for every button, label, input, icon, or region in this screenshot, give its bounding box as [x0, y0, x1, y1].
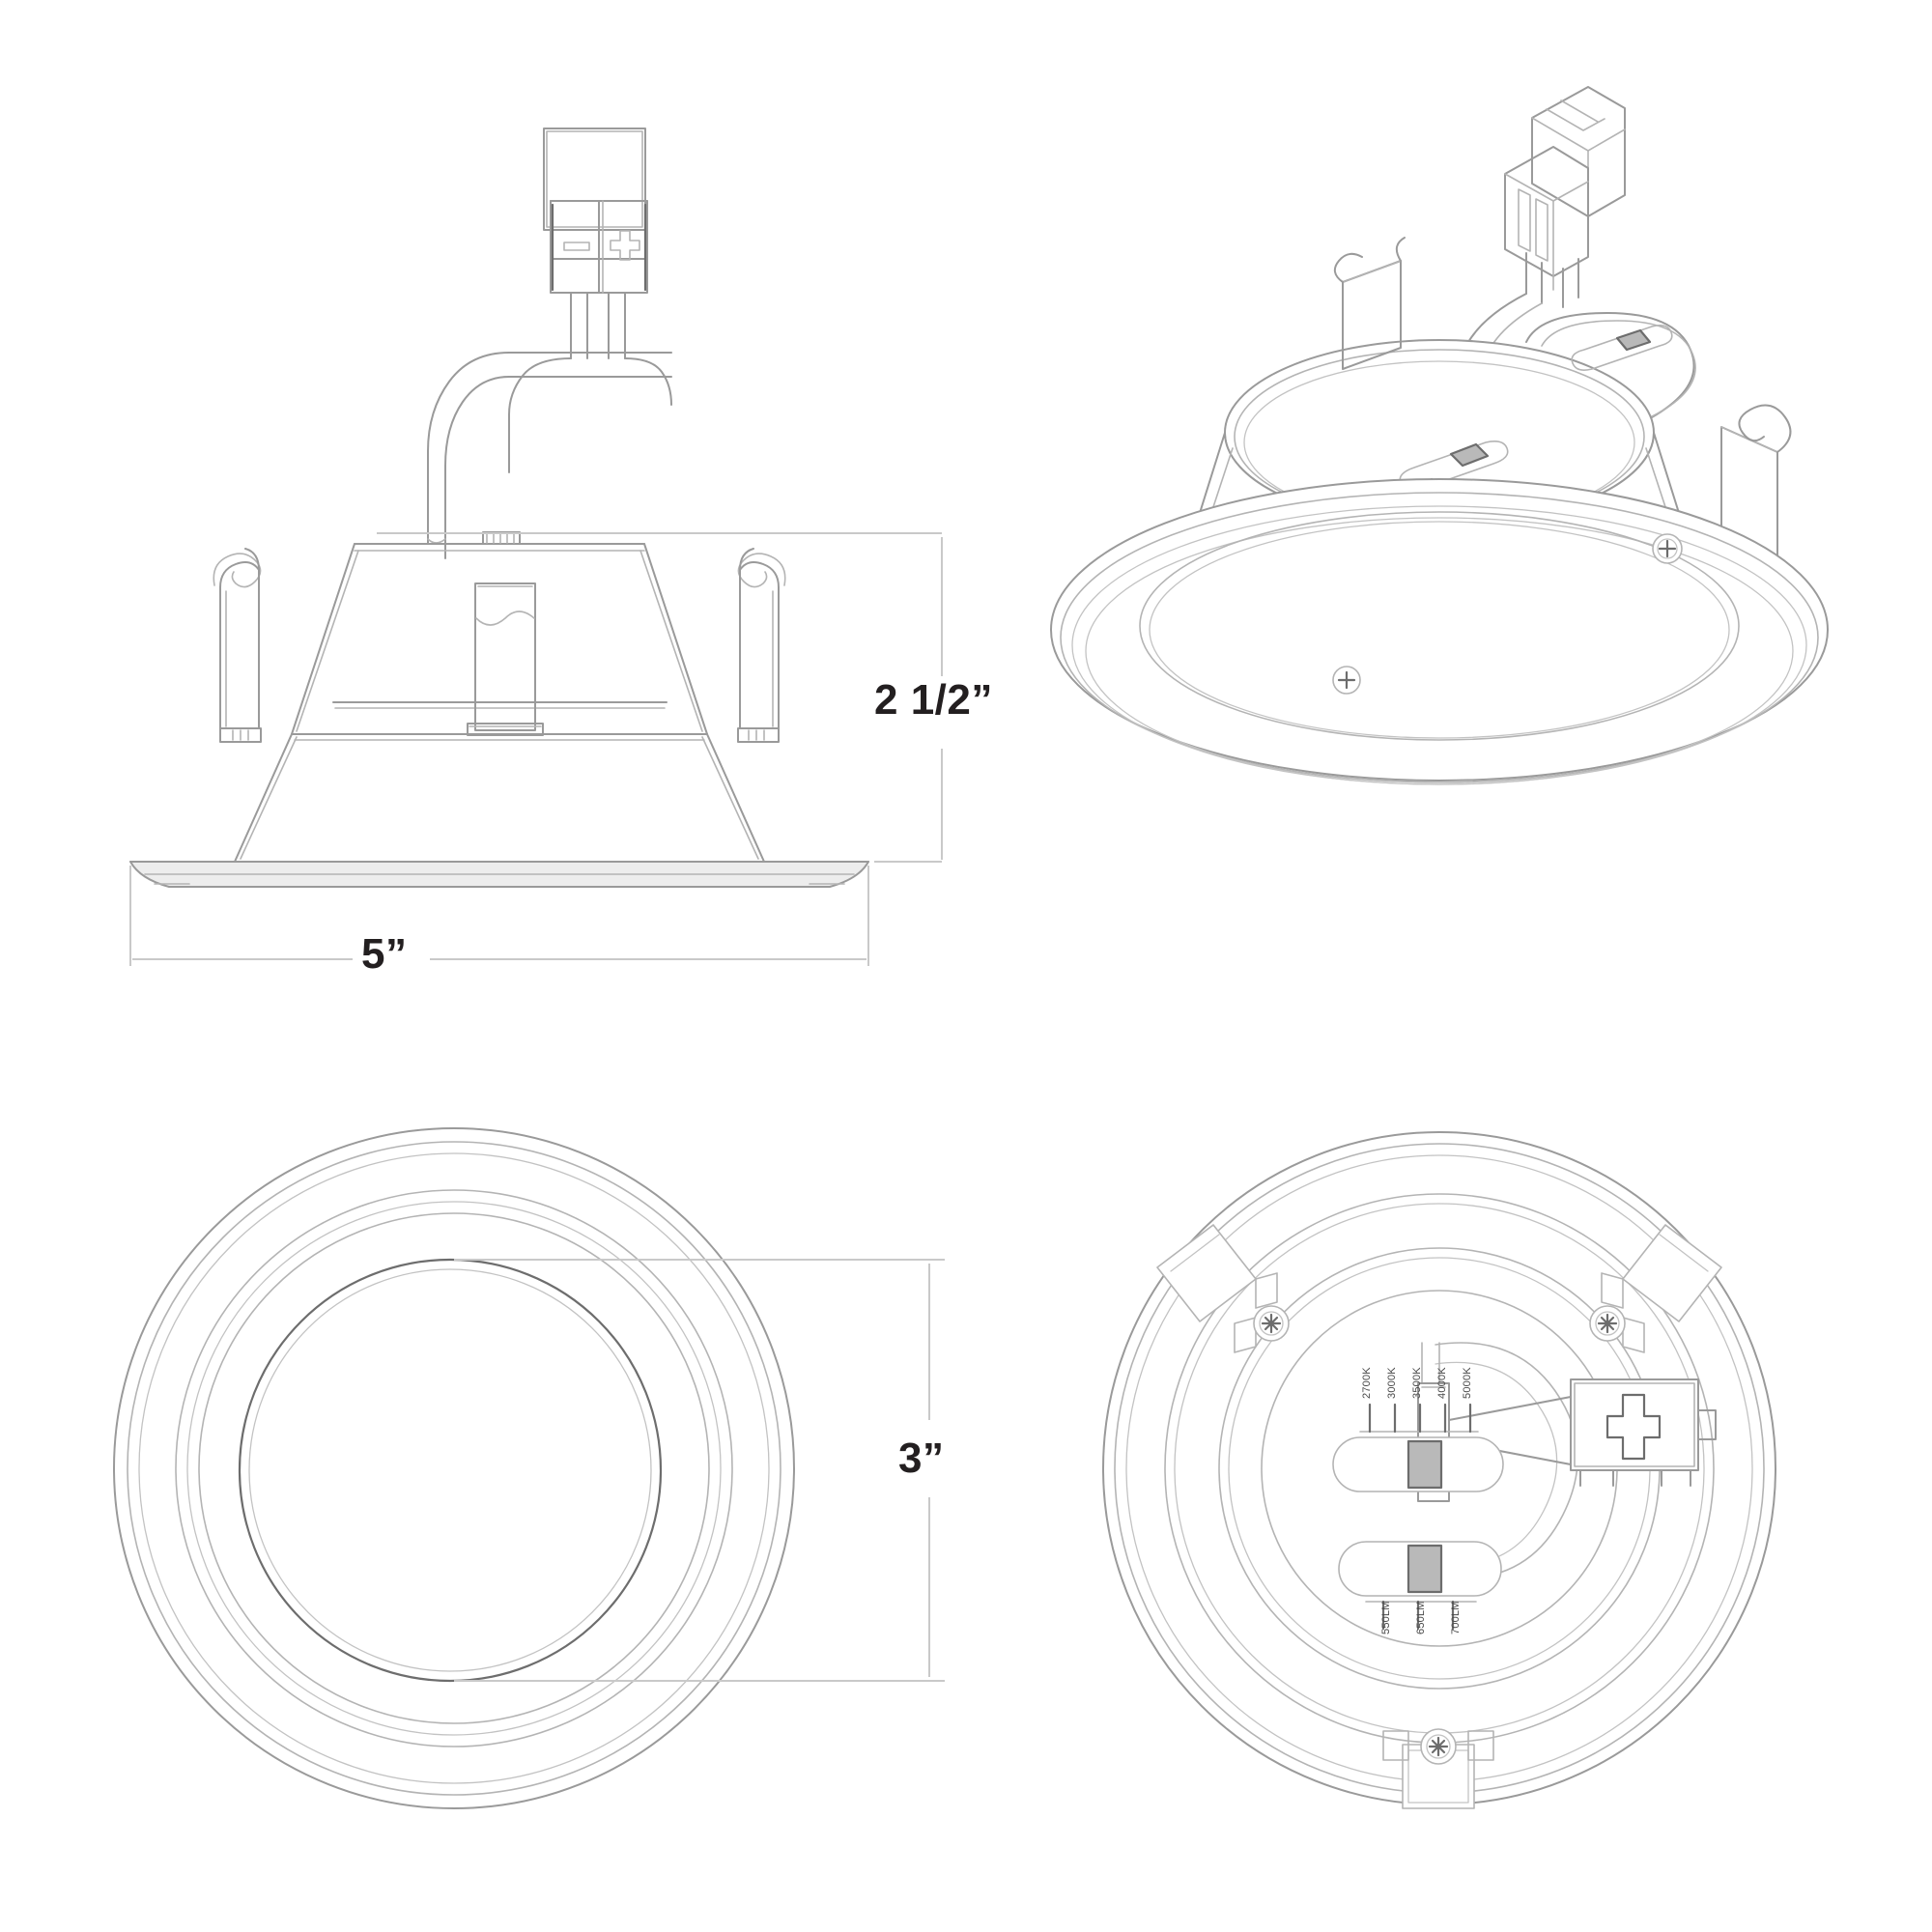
cct-option-0: 2700K [1361, 1367, 1373, 1399]
quick-connector-front [543, 128, 648, 359]
view-top-plan: 2700K 3000K 3500K 4000K 5000K 550LM [1102, 1131, 1776, 1809]
lumen-option-1: 650LM [1415, 1601, 1427, 1634]
torsion-spring-left [213, 548, 262, 743]
cct-option-3: 4000K [1436, 1367, 1448, 1399]
screw-icon [1253, 1305, 1290, 1342]
housing-body [234, 543, 765, 863]
view-bottom-plan [113, 1127, 945, 1809]
screw-icon [1589, 1305, 1626, 1342]
trim-flange [129, 861, 869, 888]
torsion-spring-right [737, 548, 786, 743]
cct-option-2: 3500K [1411, 1367, 1423, 1399]
lumen-option-0: 550LM [1380, 1601, 1392, 1634]
dimension-aperture [454, 1259, 945, 1682]
cct-option-1: 3000K [1386, 1367, 1398, 1399]
trim-flange-iso [1050, 478, 1829, 785]
spring-bracket-bottom [1382, 1728, 1494, 1809]
spring-bracket-upper-right [1589, 1224, 1722, 1353]
plus-icon [610, 230, 640, 261]
torsion-spring-iso-back [1333, 237, 1406, 370]
center-post [467, 582, 544, 736]
dimension-height [377, 532, 943, 863]
dimension-height-label: 2 1/2” [874, 676, 993, 724]
view-isometric [1050, 86, 1829, 785]
lens-aperture [238, 1258, 663, 1683]
lumen-selector-switch[interactable]: 550LM 650LM 700LM [1338, 1541, 1502, 1634]
quick-connector-iso [1504, 86, 1626, 308]
quick-connector-plan [1570, 1378, 1717, 1487]
dimension-width-label: 5” [361, 930, 408, 978]
minus-icon [563, 242, 590, 251]
view-side-elevation [129, 128, 943, 966]
dimension-aperture-label: 3” [898, 1435, 945, 1482]
screw-icon [1332, 533, 1683, 695]
screw-icon [1420, 1728, 1457, 1765]
cct-selector-switch[interactable]: 2700K 3000K 3500K 4000K 5000K [1332, 1367, 1504, 1492]
cct-option-4: 5000K [1462, 1367, 1473, 1399]
spring-bracket-upper-left [1156, 1224, 1290, 1353]
dimension-width [129, 866, 869, 966]
wire-harness [427, 352, 672, 559]
lumen-option-2: 700LM [1450, 1601, 1462, 1634]
